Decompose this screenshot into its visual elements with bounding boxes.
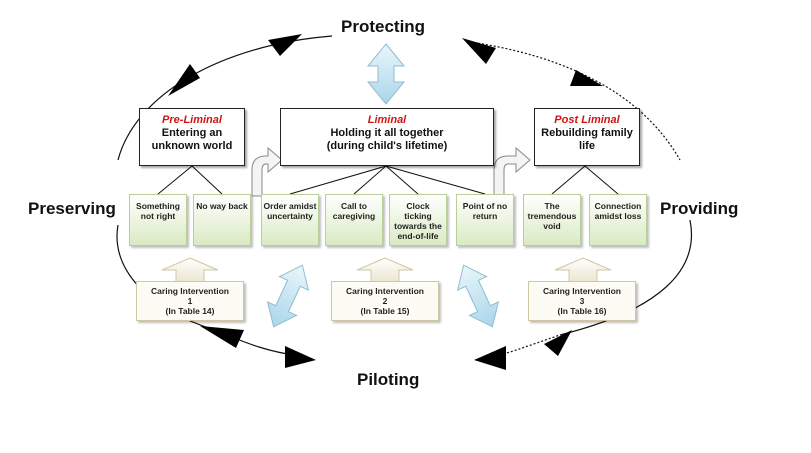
double-arrow-right <box>456 264 500 328</box>
theme-text: end-of-life <box>397 231 439 241</box>
label-protecting: Protecting <box>341 17 426 36</box>
stage-phase-label: Post Liminal <box>554 114 620 126</box>
theme-text: uncertainty <box>267 211 313 221</box>
theme-box: The tremendous void <box>523 194 581 246</box>
arrowhead-6 <box>285 346 316 368</box>
arc-top-right <box>469 41 681 161</box>
theme-text: void <box>543 221 561 231</box>
intervention-number: 2 <box>382 296 388 306</box>
arrowhead-5 <box>200 326 244 348</box>
arrowhead-2 <box>168 64 200 96</box>
intervention-number: 3 <box>579 296 585 306</box>
stage-text: Holding it all together <box>330 127 444 139</box>
theme-text: caregiving <box>332 211 376 221</box>
caring-intervention-1: Caring Intervention 1 (In Table 14) <box>136 281 244 321</box>
stage-post-liminal: Post Liminal Rebuilding family life <box>534 108 640 166</box>
theme-box: Connection amidst loss <box>589 194 647 246</box>
theme-text: Connection <box>594 201 642 211</box>
intervention-ref: (In Table 14) <box>165 306 215 316</box>
cycle-arrowheads <box>168 34 603 370</box>
stage-text: Rebuilding family <box>541 127 633 139</box>
intervention-ref: (In Table 16) <box>557 306 607 316</box>
intervention-ref: (In Table 15) <box>360 306 410 316</box>
label-piloting: Piloting <box>357 370 420 389</box>
arrowhead-3 <box>462 38 496 64</box>
theme-text: No way back <box>196 201 248 211</box>
theme-box: Something not right <box>129 194 187 246</box>
theme-text: tremendous <box>527 211 577 221</box>
arrowhead-7 <box>474 346 506 370</box>
theme-text: Order amidst <box>263 201 317 211</box>
intervention-title: Caring Intervention <box>346 286 424 296</box>
double-arrow-left <box>266 264 310 328</box>
stage-liminal: Liminal Holding it all together (during … <box>280 108 494 166</box>
theme-box: Clock ticking towards the end-of-life <box>389 194 447 246</box>
theme-box: Call to caregiving <box>325 194 383 246</box>
connector-lines <box>157 165 619 195</box>
intervention-title: Caring Intervention <box>543 286 621 296</box>
arrowhead-8 <box>544 330 572 356</box>
curved-arrow-2 <box>493 146 531 197</box>
theme-text: Something <box>136 201 180 211</box>
theme-box: Point of no return <box>456 194 514 246</box>
stage-text: Entering an <box>161 127 223 139</box>
double-arrow-top <box>366 43 406 105</box>
arrowhead-1 <box>268 34 302 56</box>
theme-text: ticking <box>404 211 432 221</box>
stage-text: life <box>579 140 595 152</box>
theme-box: Order amidst uncertainty <box>261 194 319 246</box>
label-preserving: Preserving <box>28 199 116 218</box>
theme-box: No way back <box>193 194 251 246</box>
theme-text: amidst loss <box>594 211 642 221</box>
stage-phase-label: Liminal <box>367 114 407 126</box>
theme-text: Call to <box>341 201 367 211</box>
theme-text: Clock <box>406 201 430 211</box>
stage-pre-liminal: Pre-Liminal Entering an unknown world <box>139 108 245 166</box>
arc-right <box>559 219 692 336</box>
caring-intervention-3: Caring Intervention 3 (In Table 16) <box>528 281 636 321</box>
intervention-title: Caring Intervention <box>151 286 229 296</box>
curved-arrows <box>251 146 531 197</box>
label-providing: Providing <box>660 199 739 218</box>
intervention-number: 1 <box>187 296 193 306</box>
stage-phase-label: Pre-Liminal <box>162 114 222 126</box>
caring-intervention-2: Caring Intervention 2 (In Table 15) <box>331 281 439 321</box>
curved-arrow-1 <box>251 146 283 197</box>
theme-text: The <box>544 201 560 211</box>
theme-text: towards the <box>394 221 442 231</box>
arrowhead-4 <box>570 70 603 86</box>
stage-text: (during child's lifetime) <box>326 140 448 152</box>
theme-text: return <box>472 211 498 221</box>
up-arrows <box>161 257 612 285</box>
theme-text: not right <box>140 211 176 221</box>
stage-text: unknown world <box>151 140 233 152</box>
theme-text: Point of no <box>462 201 508 211</box>
